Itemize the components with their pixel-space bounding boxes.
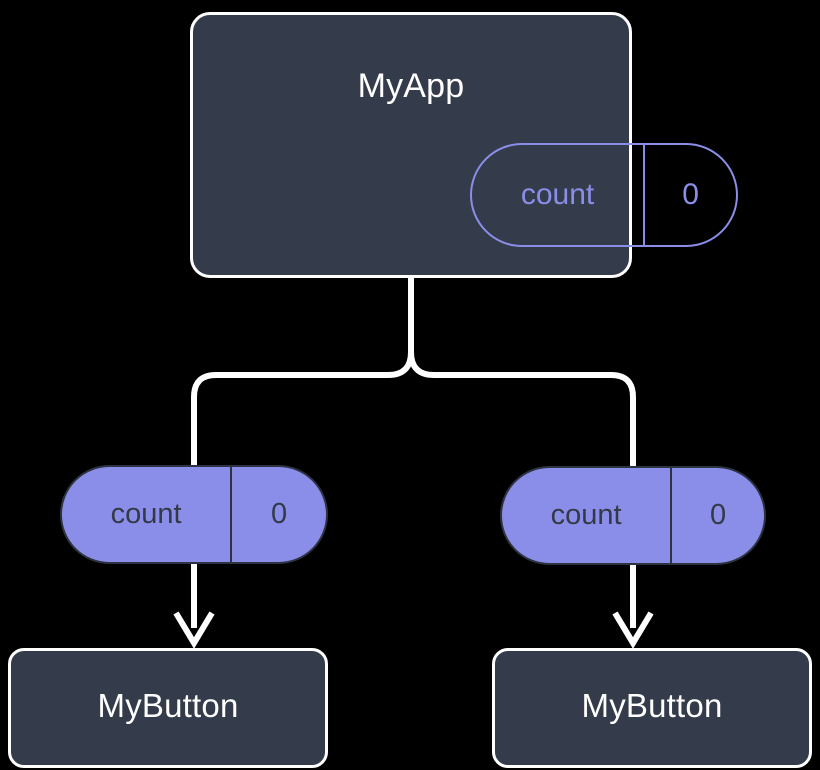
state-value: 0: [230, 467, 326, 562]
state-key: count: [110, 498, 182, 530]
component-node-mybutton-right[interactable]: MyButton: [492, 648, 812, 768]
parent-to-children-fork-edge-right: [408, 351, 636, 470]
component-label: MyButton: [97, 687, 239, 724]
component-label: MyButton: [581, 687, 723, 724]
state-to-component-arrow-left: [173, 560, 215, 649]
state-pill-child-left[interactable]: count 0: [60, 465, 328, 564]
state-value: 0: [643, 145, 736, 245]
state-value: 0: [670, 468, 764, 563]
state-pill-child-right[interactable]: count 0: [500, 466, 766, 565]
state-to-component-arrow-right: [612, 560, 654, 649]
component-label: MyApp: [357, 67, 465, 105]
component-node-myapp[interactable]: MyApp count 0: [190, 12, 738, 278]
parent-to-children-fork-edge: [191, 278, 414, 470]
state-key: count: [550, 499, 622, 531]
state-key: count: [520, 178, 595, 211]
state-pill-root[interactable]: count 0: [470, 143, 738, 247]
component-node-mybutton-left[interactable]: MyButton: [8, 648, 328, 768]
